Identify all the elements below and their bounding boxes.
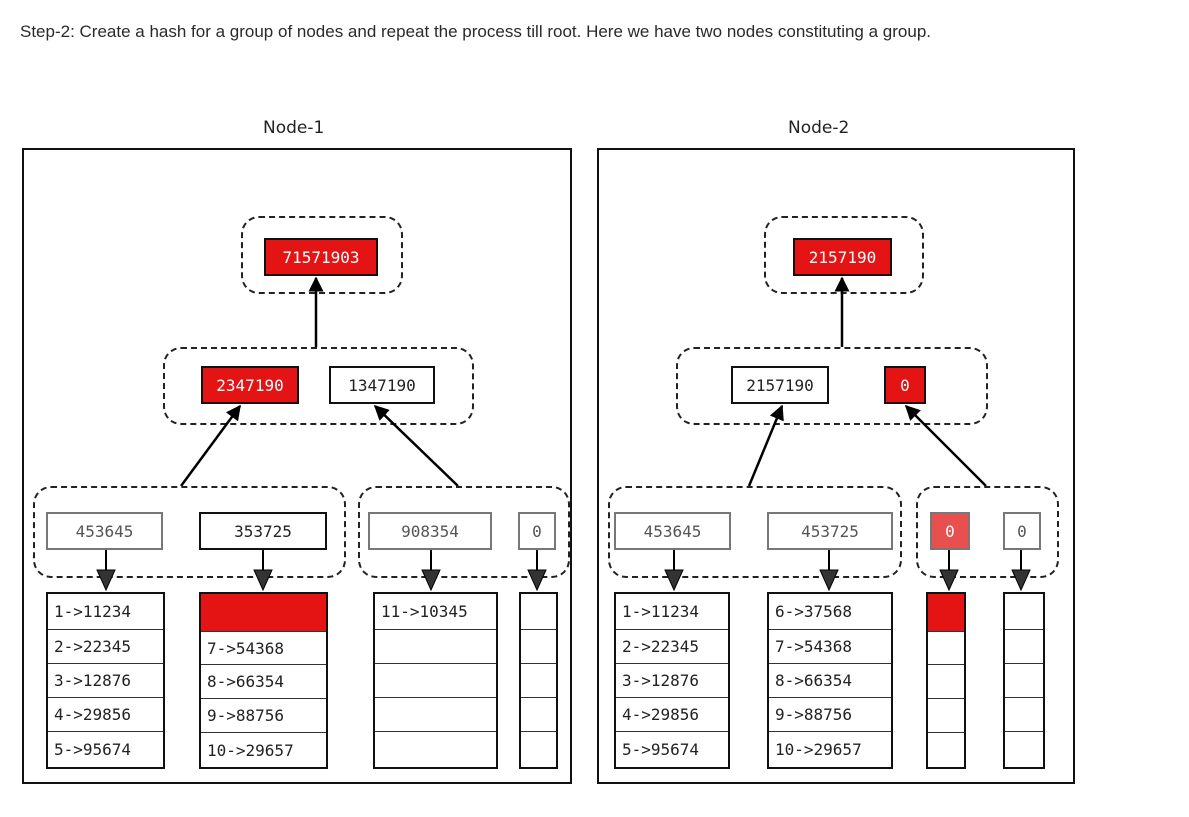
data-cell: 4->29856 [616, 697, 728, 731]
node-1-root-hash: 71571903 [264, 238, 378, 276]
step-caption: Step-2: Create a hash for a group of nod… [20, 22, 931, 41]
data-cell [1005, 697, 1043, 731]
node-2-leaf-group-a [608, 486, 902, 578]
down-arrowhead-icon [939, 569, 959, 592]
node-1-leaf-hash-1: 453645 [46, 512, 163, 550]
data-cell: 10->29657 [769, 731, 891, 767]
data-cell: 7->54368 [201, 631, 326, 664]
node-1-title: Node-1 [263, 118, 325, 138]
node-2-leaf-hash-3: 0 [930, 512, 970, 550]
data-cell [521, 663, 556, 697]
data-cell: 4->29856 [48, 697, 163, 731]
data-cell: 10->29657 [201, 732, 326, 767]
node-1-root-group [241, 216, 403, 294]
down-arrowhead-icon [664, 569, 684, 592]
node-2-level1-hash-b: 0 [884, 366, 926, 404]
node-2-title: Node-2 [788, 118, 850, 138]
data-cell [928, 732, 964, 767]
node-2-data-block-3 [926, 592, 966, 769]
edge-arrow [373, 404, 459, 487]
node-1-leaf-hash-4: 0 [518, 512, 556, 550]
data-cell [1005, 731, 1043, 767]
data-cell: 9->88756 [769, 697, 891, 731]
node-1-level1-hash-a: 2347190 [201, 366, 299, 404]
data-cell: 1->11234 [54, 602, 132, 621]
data-cell [375, 697, 496, 731]
changed-data-cell [201, 594, 326, 631]
node-1-data-block-4 [519, 592, 558, 769]
down-arrowhead-icon [421, 569, 441, 592]
data-cell [375, 731, 496, 767]
data-cell: 8->66354 [769, 663, 891, 697]
node-2-leaf-hash-1: 453645 [614, 512, 731, 550]
data-cell [1005, 629, 1043, 663]
node-2-level1-hash-a: 2157190 [731, 366, 829, 404]
data-cell: 2->22345 [616, 629, 728, 663]
data-cell: 3->12876 [616, 663, 728, 697]
node-2-data-block-1: 1->11234 2->22345 3->12876 4->29856 5->9… [614, 592, 730, 769]
node-2-root-hash: 2157190 [793, 238, 892, 276]
node-1-leaf-hash-3: 908354 [368, 512, 492, 550]
data-cell [375, 629, 496, 663]
node-1-leaf-hash-2: 353725 [199, 512, 327, 550]
data-cell [521, 697, 556, 731]
node-2-level1-group [676, 347, 988, 425]
node-2-data-block-4 [1003, 592, 1045, 769]
data-cell: 1->11234 [622, 602, 700, 621]
node-2-leaf-hash-2: 453725 [767, 512, 893, 550]
node-2-root-group [764, 216, 924, 294]
data-cell: 8->66354 [201, 664, 326, 698]
edge-arrow [179, 404, 242, 487]
node-2-data-block-2: 6->37568 7->54368 8->66354 9->88756 10->… [767, 592, 893, 769]
data-cell [928, 631, 964, 664]
node-1-data-block-2: 7->54368 8->66354 9->88756 10->29657 [199, 592, 328, 769]
changed-data-cell [928, 594, 964, 631]
data-cell [1005, 663, 1043, 697]
data-cell [928, 698, 964, 732]
node-1-leaf-group-b [358, 486, 570, 578]
down-arrowhead-icon [819, 569, 839, 592]
edge-arrow [747, 404, 784, 487]
data-cell: 7->54368 [769, 629, 891, 663]
data-cell: 3->12876 [48, 663, 163, 697]
down-arrowhead-icon [1011, 569, 1031, 592]
data-cell: 11->10345 [381, 602, 468, 621]
node-1-data-block-1: 1->11234 2->22345 3->12876 4->29856 5->9… [46, 592, 165, 769]
node-1-data-block-3: 11->10345 [373, 592, 498, 769]
down-arrowhead-icon [96, 569, 116, 592]
node-2-leaf-hash-4: 0 [1003, 512, 1041, 550]
data-cell [521, 731, 556, 767]
node-1-leaf-group-a [33, 486, 346, 578]
data-cell: 9->88756 [201, 698, 326, 732]
data-cell: 5->95674 [48, 731, 163, 767]
node-2-leaf-group-b [916, 486, 1059, 578]
edge-arrow [904, 404, 987, 487]
data-cell: 6->37568 [775, 602, 853, 621]
node-1-level1-hash-b: 1347190 [329, 366, 435, 404]
data-cell [375, 663, 496, 697]
down-arrowhead-icon [527, 569, 547, 592]
down-arrowhead-icon [253, 569, 273, 592]
data-cell: 5->95674 [616, 731, 728, 767]
data-cell: 2->22345 [48, 629, 163, 663]
data-cell [928, 664, 964, 698]
node-1-level1-group [163, 347, 474, 425]
data-cell [521, 629, 556, 663]
